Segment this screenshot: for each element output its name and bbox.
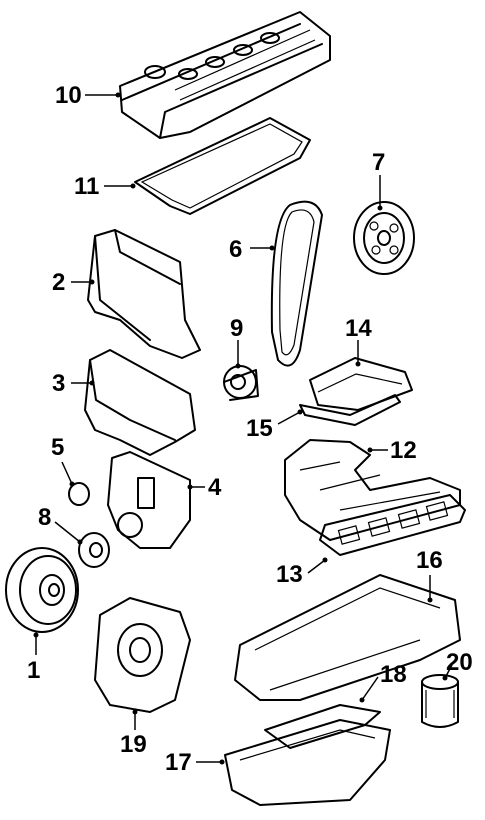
callout-5: 5 [51, 434, 64, 461]
part-oil-filter [421, 674, 459, 728]
callout-11: 11 [74, 173, 99, 200]
callout-4: 4 [208, 474, 222, 501]
callout-16: 16 [416, 547, 443, 574]
part-plug [68, 482, 90, 506]
part-oil-pan-gasket [264, 704, 381, 749]
callout-6: 6 [229, 236, 242, 263]
part-oil-pump [94, 597, 191, 713]
part-intake-manifold [284, 439, 461, 541]
part-cover-gasket [299, 394, 401, 426]
callout-1: 1 [27, 657, 40, 684]
part-timing-belt-backplate [107, 451, 191, 549]
part-upper-timing-cover [87, 229, 201, 359]
part-valve-cover-gasket [134, 117, 311, 215]
part-belt-tensioner [223, 365, 259, 401]
callout-8: 8 [38, 504, 51, 531]
callout-13: 13 [276, 561, 303, 588]
callout-19: 19 [120, 731, 147, 758]
callout-7: 7 [372, 149, 385, 176]
part-intake-manifold-gasket [319, 494, 466, 556]
leader-lines [33, 92, 453, 765]
part-oil-pan-upper [234, 574, 461, 701]
callout-2: 2 [52, 269, 65, 296]
part-intake-cover [309, 357, 413, 411]
callout-15: 15 [246, 415, 273, 442]
callout-20: 20 [446, 649, 473, 676]
callout-17: 17 [165, 749, 192, 776]
callout-12: 12 [390, 437, 417, 464]
part-valve-cover [119, 11, 331, 139]
part-camshaft-gear [353, 201, 415, 275]
callout-10: 10 [55, 82, 82, 109]
callout-14: 14 [345, 315, 372, 342]
part-crankshaft-pulley [5, 547, 79, 633]
part-lower-timing-cover [84, 349, 196, 456]
part-oil-pan-lower [224, 719, 391, 806]
part-timing-belt [270, 200, 323, 367]
callout-3: 3 [52, 370, 65, 397]
callout-18: 18 [380, 661, 407, 688]
part-crankshaft-gear [78, 532, 110, 568]
callout-9: 9 [230, 315, 243, 342]
